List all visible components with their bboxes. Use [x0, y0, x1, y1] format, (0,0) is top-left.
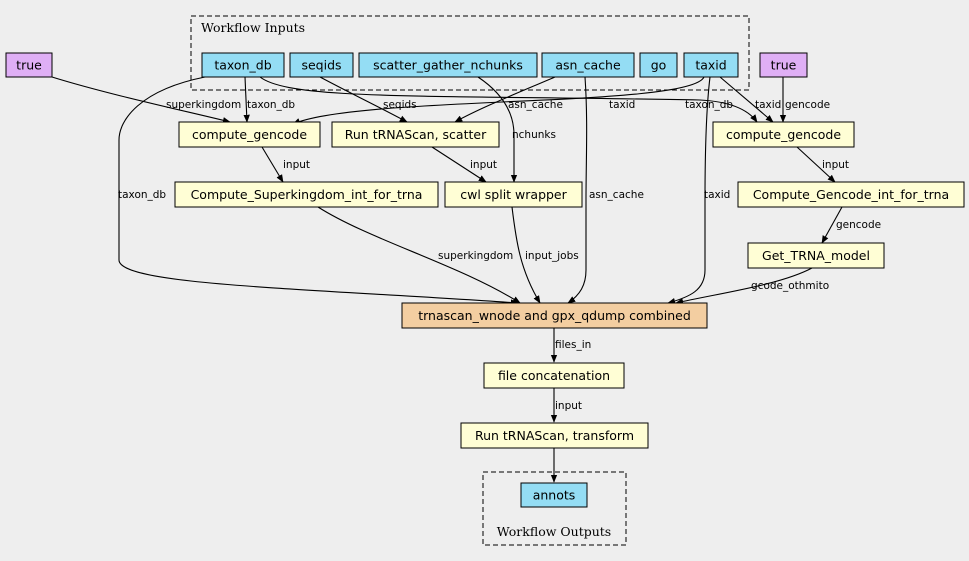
svg-text:Run tRNAScan, scatter: Run tRNAScan, scatter — [345, 127, 487, 142]
edge-asncache-to-combined — [567, 76, 588, 304]
svg-text:asn_cache: asn_cache — [555, 58, 621, 73]
edge-gencode-int-to-model — [821, 206, 843, 244]
svg-text:compute_gencode: compute_gencode — [192, 127, 307, 142]
edge-label-taxon-db-long: taxon_db — [118, 189, 166, 201]
svg-text:Compute_Gencode_int_for_trna: Compute_Gencode_int_for_trna — [753, 187, 949, 202]
svg-text:scatter_gather_nchunks: scatter_gather_nchunks — [373, 58, 523, 73]
edge-taxondb-to-combined — [118, 76, 519, 306]
edge-label-gencode-model: gencode — [836, 219, 881, 231]
edge-nchunks-to-split — [477, 76, 518, 183]
svg-text:true: true — [771, 58, 797, 73]
edge-label-taxid-long: taxid — [704, 189, 730, 201]
edge-taxondb-to-compute-gencode-right — [259, 76, 758, 123]
edge-label-taxon-db-right: taxon_db — [685, 99, 733, 111]
edge-labels: superkingdom taxon_db seqids asn_cache t… — [118, 99, 881, 412]
workflow-outputs-cluster: Workflow Outputs — [482, 471, 627, 546]
edge-compute-gencode-to-superkingdom — [261, 146, 284, 183]
node-compute-gencode-left[interactable]: compute_gencode — [178, 121, 321, 148]
node-asn-cache[interactable]: asn_cache — [541, 52, 635, 78]
node-seqids[interactable]: seqids — [289, 52, 354, 78]
workflow-inputs-label: Workflow Inputs — [201, 20, 305, 35]
edge-label-input-jobs: input_jobs — [525, 250, 579, 262]
edge-taxid-to-compute-gencode-right — [719, 76, 774, 123]
edge-scatter-to-split — [431, 146, 487, 183]
svg-text:taxid: taxid — [695, 58, 726, 73]
edge-taxondb-to-compute-gencode — [243, 76, 250, 123]
edge-label-input-split: input — [470, 159, 497, 171]
svg-text:taxon_db: taxon_db — [214, 58, 271, 73]
edge-taxid-to-combined — [667, 76, 711, 305]
edge-label-superkingdom: superkingdom — [166, 99, 241, 111]
node-true-left[interactable]: true — [5, 52, 53, 78]
edge-label-taxon-db: taxon_db — [247, 99, 295, 111]
edge-taxid-to-compute-gencode-left — [292, 76, 705, 125]
edge-label-seqids: seqids — [383, 99, 417, 111]
svg-text:true: true — [16, 58, 42, 73]
svg-text:seqids: seqids — [301, 58, 341, 73]
svg-text:Get_TRNA_model: Get_TRNA_model — [762, 248, 870, 263]
node-get-trna-model[interactable]: Get_TRNA_model — [747, 242, 885, 269]
node-file-concatenation[interactable]: file concatenation — [483, 362, 625, 389]
edge-superkingdom-to-combined — [317, 206, 521, 304]
edge-label-asn-cache: asn_cache — [508, 99, 563, 111]
edge-seqids-to-scatter — [319, 76, 408, 123]
edge-label-input-superkingdom: input — [283, 159, 310, 171]
edges — [51, 76, 843, 483]
svg-text:cwl split wrapper: cwl split wrapper — [460, 187, 567, 202]
workflow-inputs-cluster: Workflow Inputs — [190, 15, 750, 91]
edge-label-gcode-othmito: gcode_othmito — [751, 280, 829, 292]
node-compute-gencode-right[interactable]: compute_gencode — [712, 121, 855, 148]
edge-label-taxid: taxid — [609, 99, 635, 111]
svg-text:compute_gencode: compute_gencode — [726, 127, 841, 142]
node-compute-superkingdom[interactable]: Compute_Superkingdom_int_for_trna — [174, 181, 439, 208]
edge-label-superkingdom-combined: superkingdom — [438, 250, 513, 262]
svg-text:annots: annots — [533, 488, 576, 503]
workflow-outputs-label: Workflow Outputs — [497, 524, 611, 539]
edge-label-asn-cache-long: asn_cache — [589, 189, 644, 201]
svg-text:go: go — [651, 58, 667, 73]
svg-text:Run tRNAScan, transform: Run tRNAScan, transform — [475, 428, 634, 443]
node-compute-gencode-int[interactable]: Compute_Gencode_int_for_trna — [737, 181, 965, 208]
edge-model-to-combined — [675, 267, 813, 305]
edge-label-gencode-right: gencode — [785, 99, 830, 111]
node-true-right[interactable]: true — [759, 52, 808, 78]
node-run-trnascan-scatter[interactable]: Run tRNAScan, scatter — [331, 121, 500, 148]
edge-compute-gencode-right-to-int — [796, 146, 836, 183]
svg-text:file concatenation: file concatenation — [498, 368, 610, 383]
edge-true-to-compute-gencode — [51, 76, 231, 124]
edge-label-files-in: files_in — [555, 339, 591, 351]
node-taxid[interactable]: taxid — [683, 52, 739, 78]
svg-text:Compute_Superkingdom_int_for_t: Compute_Superkingdom_int_for_trna — [191, 187, 423, 202]
svg-text:trnascan_wnode and gpx_qdump c: trnascan_wnode and gpx_qdump combined — [418, 308, 691, 323]
node-go[interactable]: go — [639, 52, 678, 78]
node-taxon-db[interactable]: taxon_db — [201, 52, 285, 78]
node-run-trnascan-transform[interactable]: Run tRNAScan, transform — [460, 422, 649, 449]
edge-label-nchunks: nchunks — [512, 129, 556, 141]
edge-label-input-transform: input — [555, 400, 582, 412]
edge-label-taxid-right: taxid — [755, 99, 781, 111]
node-cwl-split-wrapper[interactable]: cwl split wrapper — [444, 181, 583, 208]
node-trnascan-combined[interactable]: trnascan_wnode and gpx_qdump combined — [401, 302, 708, 329]
node-annots[interactable]: annots — [520, 482, 588, 508]
nodes: true taxon_db seqids scatter_gather_nchu… — [5, 52, 965, 508]
edge-asncache-to-scatter — [454, 76, 556, 123]
node-scatter-gather-nchunks[interactable]: scatter_gather_nchunks — [358, 52, 538, 78]
edge-split-to-combined — [511, 206, 541, 304]
edge-label-input-gencode-int: input — [822, 159, 849, 171]
